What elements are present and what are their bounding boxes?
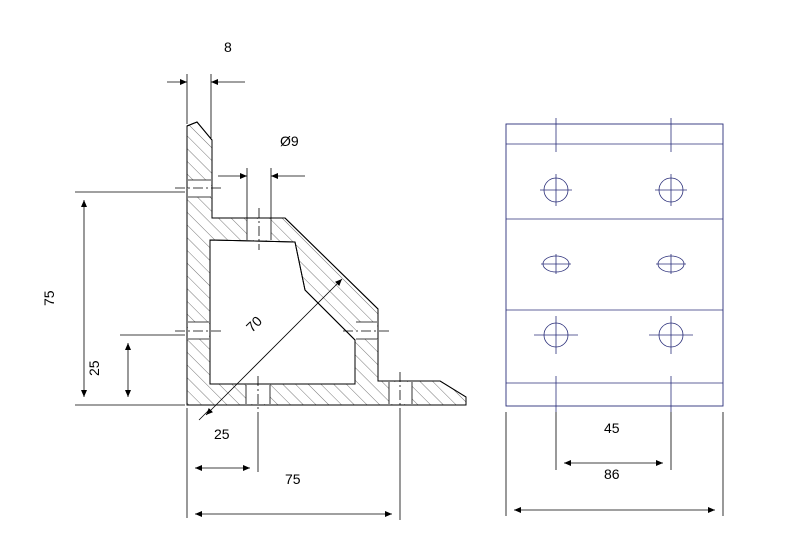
dim-offset-x: 25 bbox=[214, 426, 230, 442]
side-dimensions bbox=[505, 412, 724, 516]
dim-side-width: 86 bbox=[604, 466, 620, 482]
dim-diagonal: 70 bbox=[243, 313, 265, 335]
dim-wall-thickness: 8 bbox=[224, 39, 232, 55]
front-dimension-labels: 8 Ø9 75 25 70 25 75 bbox=[41, 39, 301, 487]
hole-mid-right bbox=[656, 254, 686, 274]
dim-width-overall: 75 bbox=[285, 471, 301, 487]
hole-band-mid-left bbox=[188, 322, 209, 339]
side-center-lines bbox=[555, 118, 672, 412]
hole-band-top bbox=[188, 180, 211, 197]
hole-band-bottom-right bbox=[389, 382, 412, 404]
dim-hole-spacing: 45 bbox=[604, 420, 620, 436]
side-view bbox=[505, 118, 724, 412]
front-dimensions bbox=[75, 74, 401, 520]
hole-top-right bbox=[655, 174, 687, 206]
side-outline bbox=[505, 123, 724, 407]
hole-band-right bbox=[356, 322, 377, 339]
side-section-lines bbox=[506, 143, 723, 384]
bracket-profile bbox=[186, 121, 467, 406]
hole-mid-left bbox=[541, 254, 571, 274]
dim-height-overall: 75 bbox=[41, 290, 57, 306]
hole-bottom-left bbox=[534, 316, 578, 354]
front-section-view bbox=[175, 121, 467, 412]
hole-bottom-right bbox=[649, 316, 693, 354]
hole-top-left bbox=[540, 174, 572, 206]
side-dimension-labels: 45 86 bbox=[604, 420, 620, 482]
dim-hole-diameter: Ø9 bbox=[280, 133, 299, 149]
dim-height-lower: 25 bbox=[86, 360, 102, 376]
